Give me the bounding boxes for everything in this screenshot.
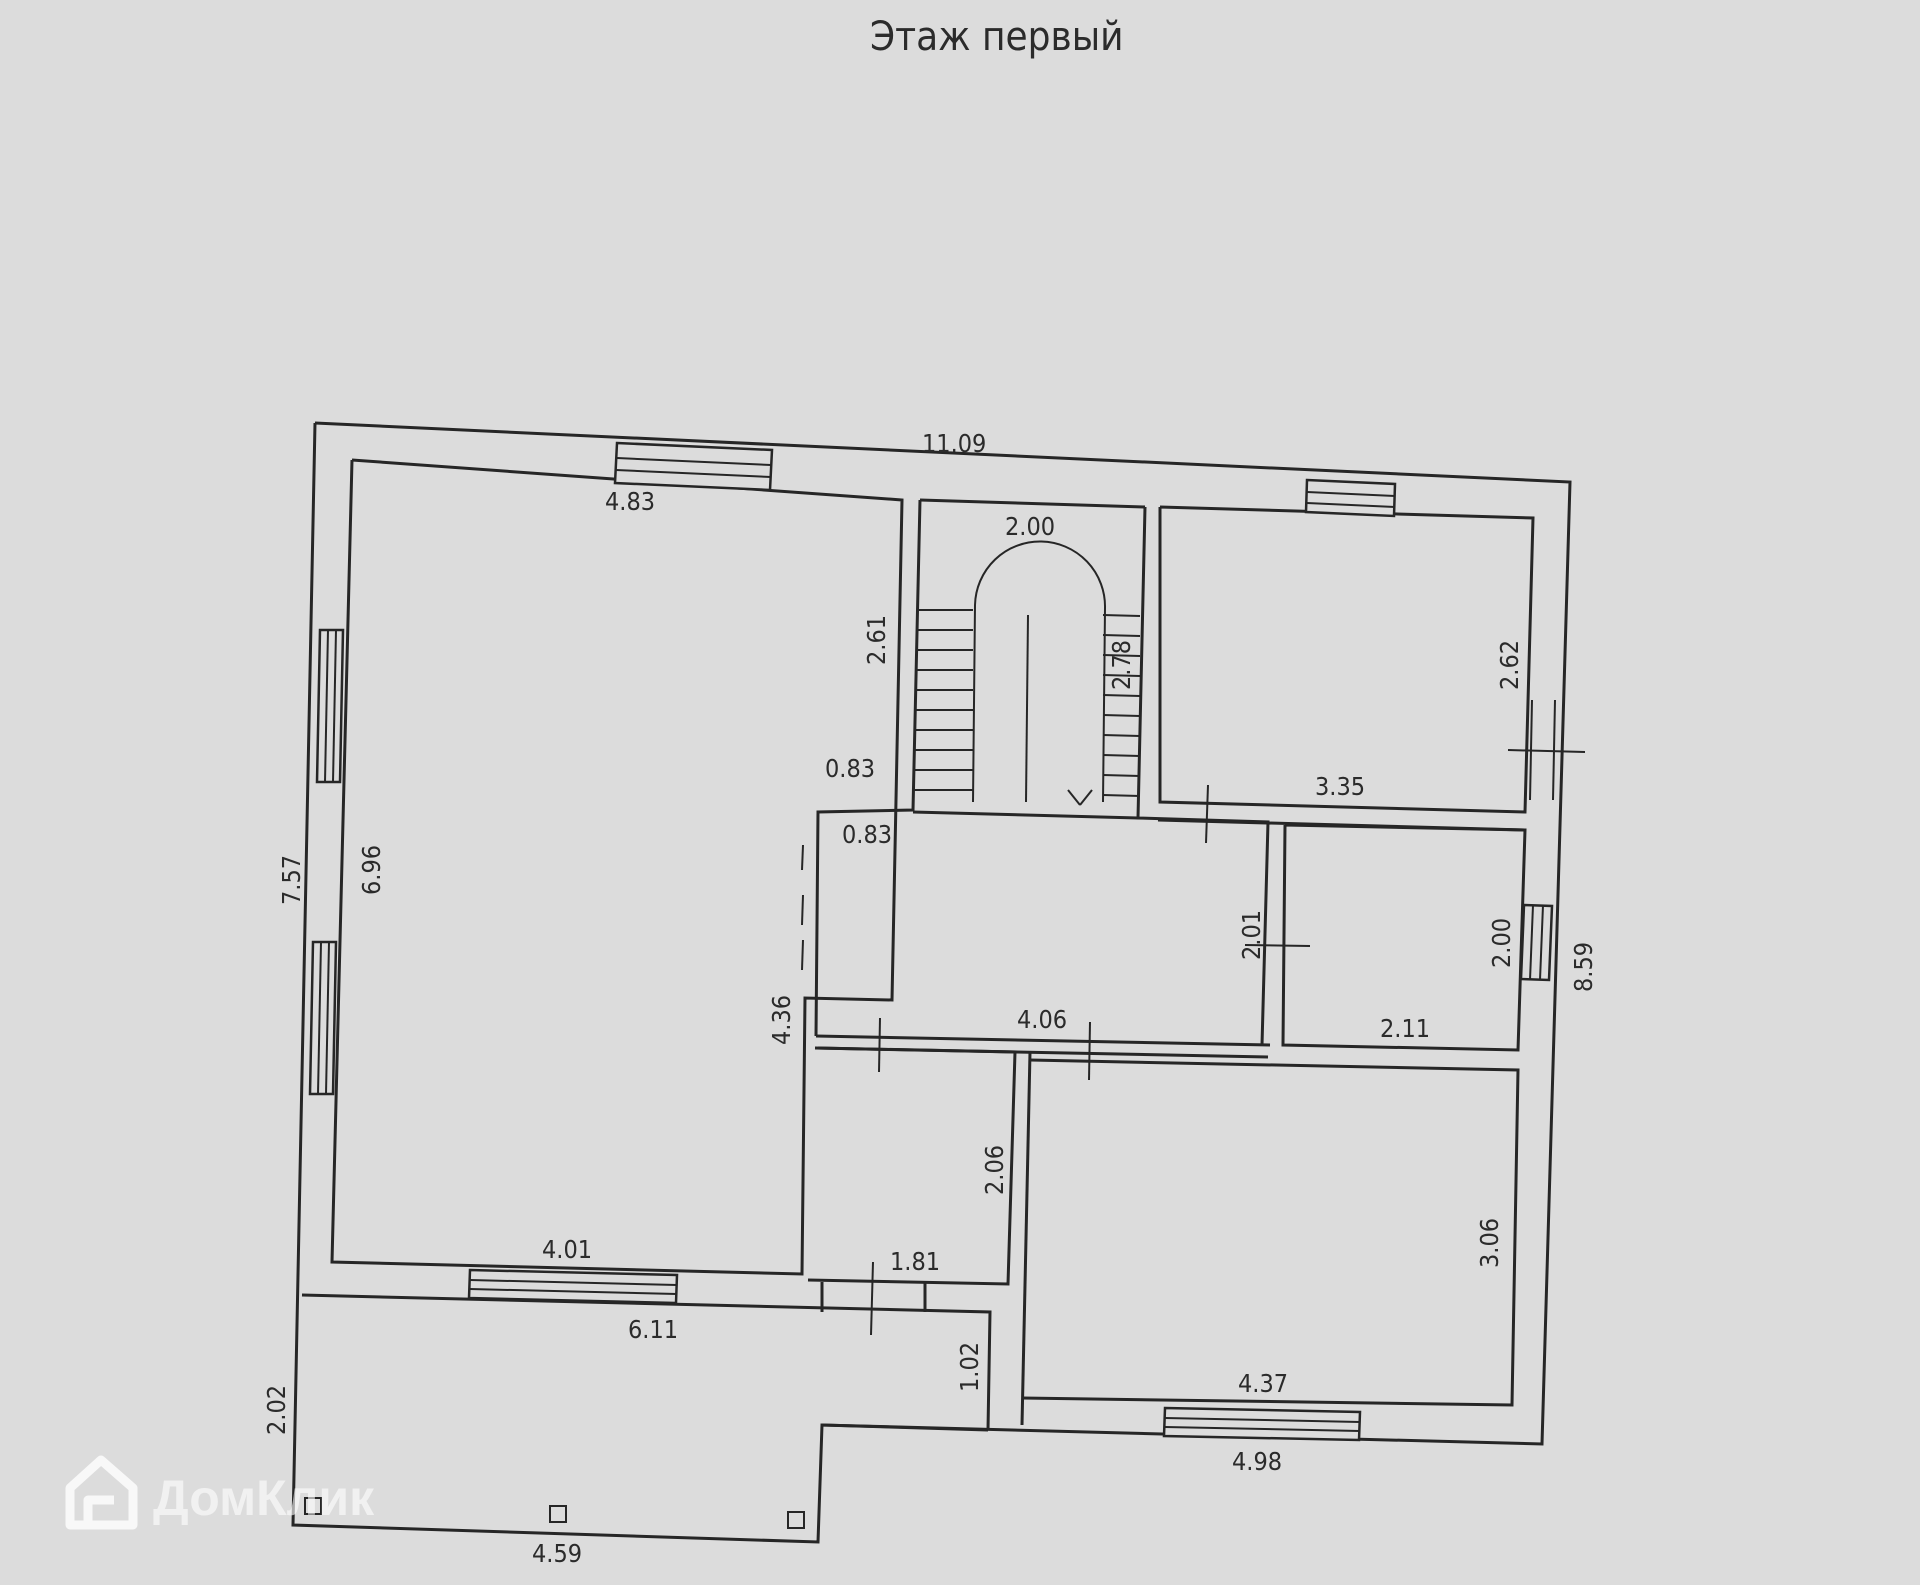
- porch-posts: [304, 1497, 805, 1529]
- right-upper-room-outline: [1158, 505, 1535, 814]
- door-marks: [801, 699, 1586, 1336]
- stair-hall-wall-right: [1136, 506, 1270, 1046]
- window-top-left: [613, 441, 774, 492]
- house-logo-icon: [65, 1455, 138, 1530]
- bath-room-outline: [807, 1046, 1017, 1286]
- dim-corridor-depth: 2.01: [1237, 910, 1266, 960]
- window-top-right: [1304, 478, 1397, 518]
- dim-left-room-right: 2.61: [862, 615, 891, 665]
- domclick-watermark: ДомКлик: [65, 1455, 375, 1530]
- windows: [308, 441, 1554, 1442]
- dim-outer-right: 8.59: [1569, 942, 1598, 992]
- dim-corridor-left: 4.36: [767, 995, 796, 1045]
- dim-outer-left: 7.57: [277, 855, 306, 905]
- dim-right-room-bottom: 3.35: [1315, 772, 1365, 801]
- dim-corridor-bottom: 4.06: [1017, 1005, 1067, 1034]
- window-bottom-left: [467, 1268, 679, 1305]
- dim-bath-height: 2.06: [980, 1145, 1009, 1195]
- left-room-outline: [330, 458, 904, 1276]
- dim-bath-width: 1.81: [890, 1247, 940, 1276]
- window-left-lower: [308, 940, 338, 1096]
- stair-hall-top-inner: [912, 810, 1139, 820]
- dim-big-room-width: 4.37: [1238, 1369, 1288, 1398]
- dim-left-room-height: 6.96: [357, 845, 386, 895]
- bath-right-wall: [1020, 1051, 1032, 1426]
- window-left-upper: [315, 628, 345, 784]
- big-room-outline: [1021, 1058, 1520, 1407]
- window-bottom-right: [1162, 1406, 1362, 1442]
- staircase: [914, 540, 1141, 806]
- dim-right-room-side: 2.62: [1495, 640, 1524, 690]
- dim-porch-left: 2.02: [262, 1385, 291, 1435]
- dim-left-ext-bottom: 6.11: [628, 1315, 678, 1344]
- dim-porch-depth: 1.02: [955, 1342, 984, 1392]
- dim-outer-bottom-right: 4.98: [1232, 1447, 1282, 1476]
- dim-stair-width: 2.00: [1005, 512, 1055, 541]
- dim-small-room-width: 2.11: [1380, 1014, 1430, 1043]
- window-right: [1519, 903, 1554, 982]
- dim-outer-top: 11.09: [922, 429, 986, 458]
- porch-step-wall: [821, 1423, 989, 1432]
- dim-left-room-top: 4.83: [605, 487, 655, 516]
- dim-big-room-height: 3.06: [1475, 1218, 1504, 1268]
- dim-step-bottom: 0.83: [842, 820, 892, 849]
- dim-left-room-bottom: 4.01: [542, 1235, 592, 1264]
- watermark-text: ДомКлик: [153, 1470, 375, 1526]
- dim-stair-length: 2.78: [1107, 640, 1136, 690]
- dim-porch-bottom: 4.59: [532, 1539, 582, 1568]
- dim-small-room-height: 2.00: [1487, 918, 1516, 968]
- outer-wall-outline: [291, 421, 1572, 1544]
- plan-title: Этаж первый: [870, 14, 1124, 60]
- corridor-bottom-wall-a: [815, 1034, 1271, 1047]
- stair-hall-wall-left: [814, 499, 922, 1037]
- stair-hall-top: [919, 498, 1146, 509]
- small-room-outline: [1281, 823, 1527, 1052]
- dim-step-top: 0.83: [825, 754, 875, 783]
